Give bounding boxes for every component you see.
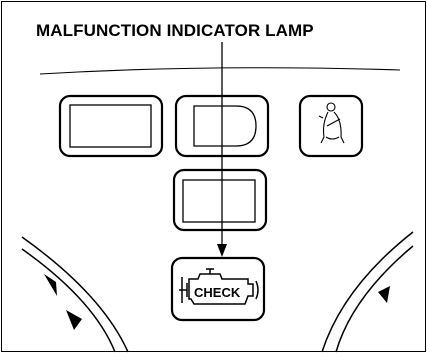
engine-check-icon bbox=[179, 268, 259, 305]
warning-lamp-left bbox=[58, 94, 164, 158]
leader-arrow bbox=[217, 42, 227, 257]
left-gauge bbox=[21, 236, 129, 353]
warning-lamp-middle bbox=[172, 168, 268, 232]
seatbelt-person-icon bbox=[318, 102, 345, 144]
d-shape-icon bbox=[193, 105, 257, 147]
right-gauge bbox=[321, 231, 414, 353]
check-engine-lamp: CHECK bbox=[170, 256, 266, 322]
check-lamp-text: CHECK bbox=[194, 285, 241, 300]
diagram-title: MALFUNCTION INDICATOR LAMP bbox=[36, 21, 314, 40]
warning-lamp-right bbox=[298, 94, 364, 158]
dashboard-contour-line bbox=[39, 67, 401, 75]
